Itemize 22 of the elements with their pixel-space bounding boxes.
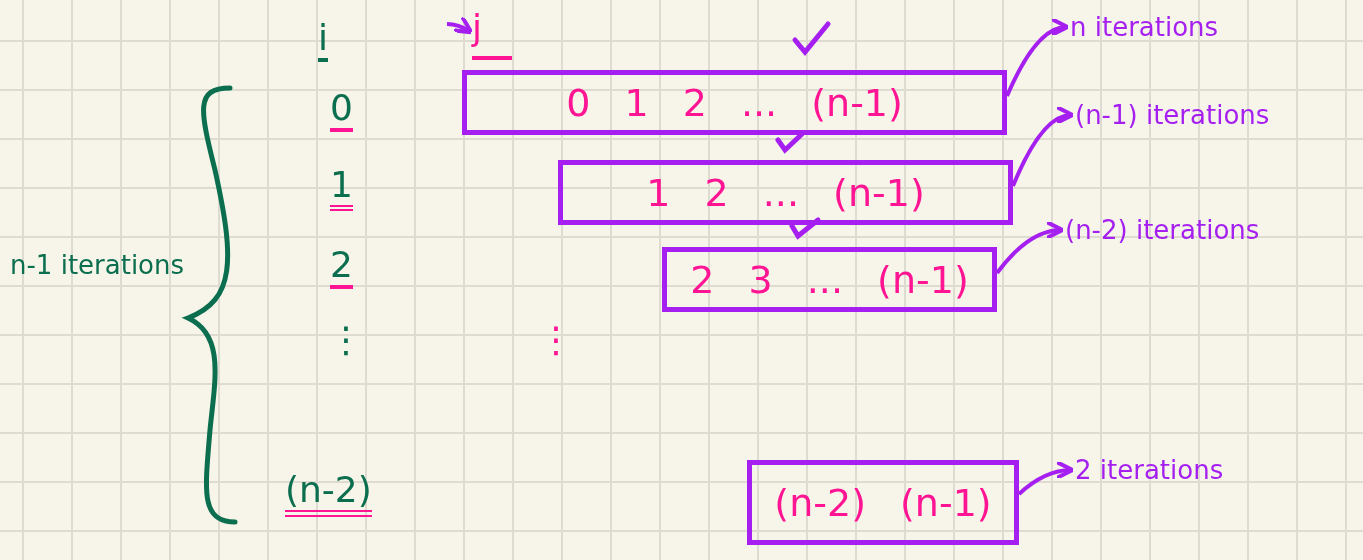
index-value: 1	[330, 165, 353, 211]
index-value: 0	[330, 88, 353, 132]
loop-variable-label: j	[472, 8, 512, 60]
ellipsis-dots: ⋮	[328, 320, 364, 360]
index-value: (n-2)	[285, 470, 372, 517]
iteration-note: n iterations	[1070, 12, 1219, 42]
iteration-note: (n-2) iterations	[1065, 215, 1260, 245]
arrow	[1017, 460, 1075, 496]
arrow	[995, 220, 1065, 275]
number-box: 0 1 2 ... (n-1)	[462, 70, 1007, 135]
arrow	[446, 15, 474, 35]
index-value: 2	[330, 245, 353, 289]
number-box: 2 3 ... (n-1)	[662, 247, 997, 312]
loop-variable-label: i	[318, 18, 328, 62]
number-box: (n-2) (n-1)	[747, 460, 1019, 545]
ellipsis-dots: ⋮	[538, 320, 574, 360]
iteration-count-note: n-1 iterations	[10, 249, 185, 282]
number-box: 1 2 ... (n-1)	[558, 160, 1013, 225]
arrow	[1011, 106, 1075, 187]
iteration-note: 2 iterations	[1075, 455, 1224, 485]
arrow	[1005, 18, 1070, 97]
iteration-note: (n-1) iterations	[1075, 100, 1270, 130]
